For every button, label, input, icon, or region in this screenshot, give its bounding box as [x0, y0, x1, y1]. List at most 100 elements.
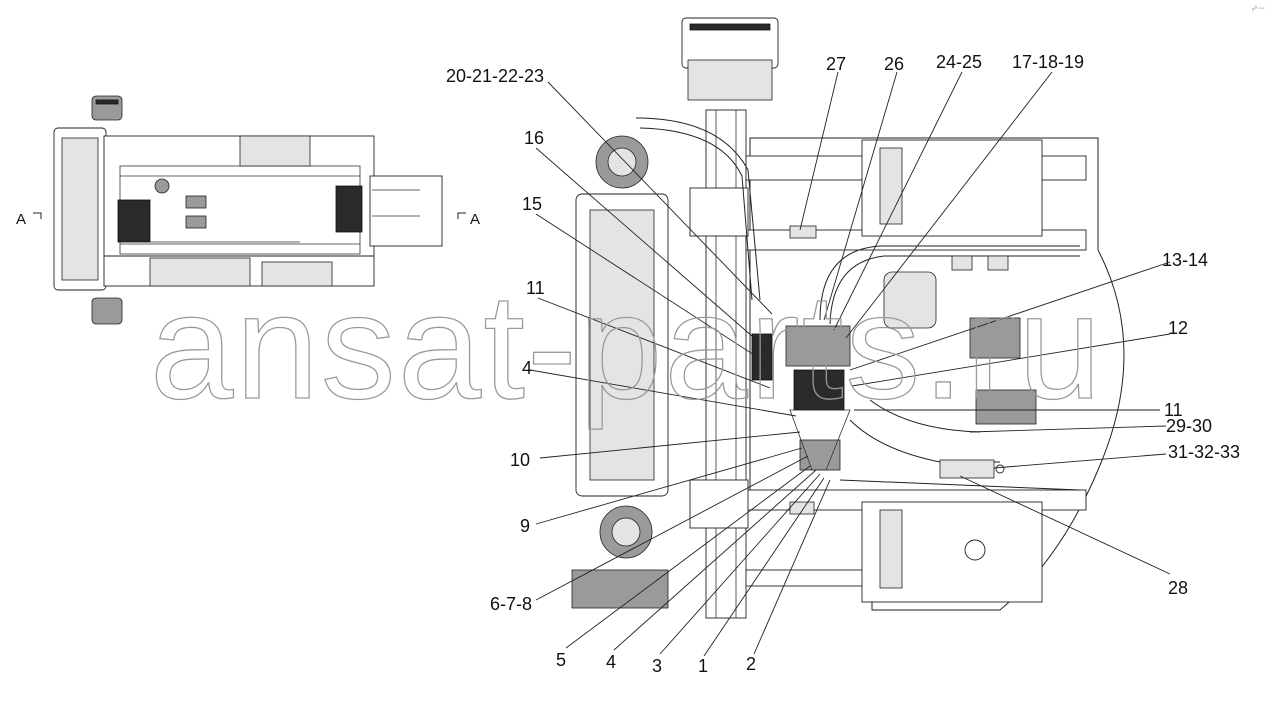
- callout-28: 28: [1168, 578, 1188, 598]
- section-arrow-left: [33, 212, 42, 219]
- detail-crossmember: [745, 569, 877, 587]
- overview-component: [185, 215, 207, 229]
- leader-2: [753, 479, 831, 655]
- overview-battery: [239, 135, 311, 167]
- overview-section-left: A: [16, 211, 26, 228]
- detail-valve-block: [793, 369, 845, 411]
- detail-component-27: [789, 225, 817, 239]
- callout-13-14: 13-14: [1162, 250, 1208, 270]
- leader-4-left: [529, 369, 797, 417]
- detail-fitting: [995, 464, 1005, 474]
- callout-11-right: 11: [1164, 400, 1183, 420]
- detail-view: [571, 17, 1125, 619]
- leader-27: [799, 71, 839, 231]
- callout-12: 12: [1168, 318, 1188, 338]
- detail-brake-cylinder: [969, 317, 1021, 359]
- overview-tank: [261, 261, 333, 287]
- detail-pipe: [819, 245, 1080, 321]
- overview-component: [185, 195, 207, 209]
- leader-11-left: [537, 297, 771, 389]
- leader-15: [535, 213, 769, 365]
- callout-24-25: 24-25: [936, 52, 982, 72]
- detail-valve-funnel: [789, 409, 851, 471]
- leader-3: [659, 473, 821, 655]
- detail-valve: [751, 333, 773, 381]
- leader-4-bottom: [613, 469, 817, 651]
- callout-15: 15: [522, 194, 542, 214]
- detail-air-tank-bottom-inner: [611, 517, 641, 547]
- detail-bracket-bottom: [689, 479, 749, 529]
- detail-pipe: [639, 127, 753, 301]
- callout-10: 10: [510, 450, 530, 470]
- detail-pipe: [635, 117, 761, 301]
- callout-17-18-19: 17-18-19: [1012, 52, 1084, 72]
- detail-pipe: [829, 255, 1080, 325]
- leader-6-7-8: [535, 455, 809, 601]
- leader-10: [539, 431, 801, 459]
- detail-valve-block: [785, 325, 851, 367]
- detail-bracket-top: [689, 187, 749, 237]
- detail-bracket: [879, 147, 903, 225]
- detail-brake-cylinder: [975, 389, 1037, 425]
- overview-component: [154, 178, 170, 194]
- leader-16: [535, 147, 769, 351]
- leader-5: [565, 465, 811, 649]
- leader-29-30: [969, 425, 1167, 433]
- leader-26: [823, 71, 898, 321]
- leader-20-21-22-23: [547, 81, 773, 315]
- leader-24-25: [833, 71, 963, 331]
- corner-mark: ₀ᵒ ◦◦◦: [1252, 6, 1265, 12]
- leader-31-32-33: [993, 453, 1167, 469]
- callout-2: 2: [746, 654, 756, 674]
- detail-hole: [964, 539, 986, 561]
- detail-air-tank-top-inner: [607, 147, 637, 177]
- overview-valve-cluster: [117, 199, 151, 243]
- leader-9: [535, 447, 803, 525]
- detail-chamber: [883, 271, 937, 329]
- watermark: ansat-parts.ru: [150, 262, 1103, 430]
- callout-27: 27: [826, 54, 846, 74]
- callout-9: 9: [520, 516, 530, 536]
- callout-16: 16: [524, 128, 544, 148]
- callout-29-30: 29-30: [1166, 416, 1212, 436]
- detail-pipe: [849, 419, 1000, 463]
- overview-view: A A: [16, 95, 480, 325]
- section-arrow-right: [457, 212, 466, 219]
- leader-12: [851, 333, 1171, 387]
- detail-valve-block: [799, 439, 841, 471]
- callout-4-bottom: 4: [606, 652, 616, 672]
- callout-31-32-33: 31-32-33: [1168, 442, 1240, 462]
- leader-lines: [529, 71, 1171, 657]
- overview-wheel-top-left: [91, 95, 123, 121]
- callout-labels: 27 26 24-25 17-18-19 20-21-22-23 16 15 1…: [446, 52, 1240, 676]
- callout-11-left: 11: [526, 278, 545, 298]
- detail-pipe: [839, 479, 1081, 491]
- detail-component: [951, 255, 973, 271]
- overview-tread: [95, 99, 119, 105]
- callout-20-21-22-23: 20-21-22-23: [446, 66, 544, 86]
- overview-section-right: A: [470, 211, 480, 228]
- overview-rear-box: [369, 175, 443, 247]
- detail-component: [987, 255, 1009, 271]
- detail-top-drum-band: [689, 23, 771, 31]
- leader-17-18-19: [845, 71, 1053, 339]
- leader-13-14: [849, 261, 1171, 371]
- detail-radiator-core: [589, 209, 655, 481]
- callout-1: 1: [698, 656, 708, 676]
- overview-tank: [149, 257, 251, 287]
- detail-pipe: [869, 399, 981, 433]
- detail-bracket: [879, 509, 903, 589]
- callout-4-left: 4: [522, 358, 532, 378]
- callout-6-7-8: 6-7-8: [490, 594, 532, 614]
- callout-3: 3: [652, 656, 662, 676]
- overview-radiator-core: [61, 137, 99, 281]
- overview-wheel-bottom-left: [91, 297, 123, 325]
- callout-5: 5: [556, 650, 566, 670]
- leader-28: [959, 475, 1171, 575]
- callout-26: 26: [884, 54, 904, 74]
- leader-1: [703, 477, 825, 657]
- detail-bottom-drum: [571, 569, 669, 609]
- detail-component-31: [939, 459, 995, 479]
